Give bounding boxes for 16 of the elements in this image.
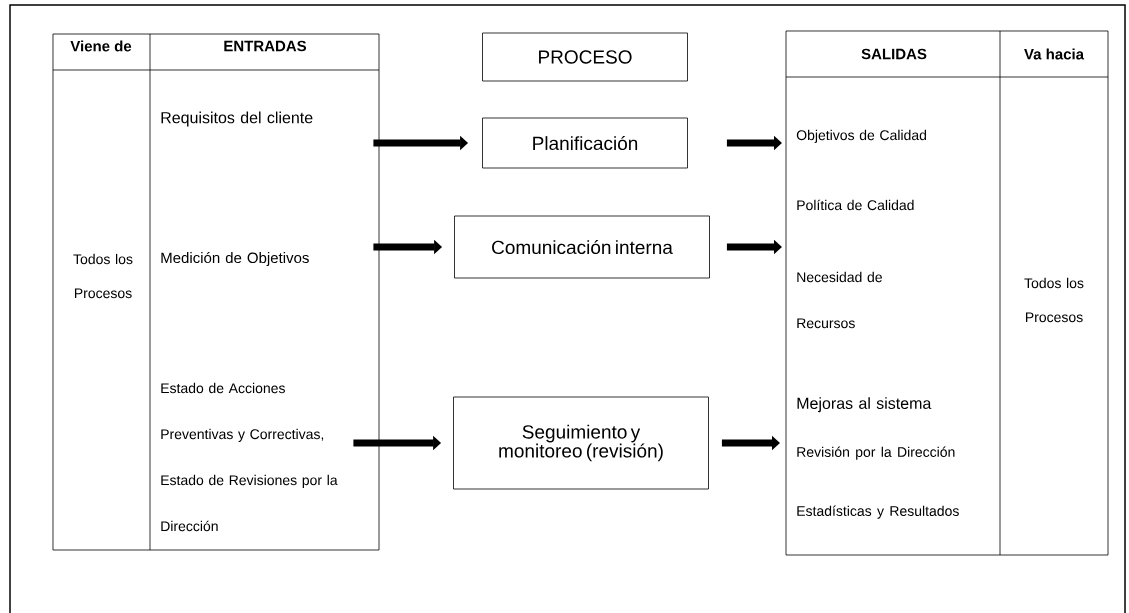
table-cell-text: Todos los Procesos [1024, 277, 1084, 323]
column-header: ENTRADAS [224, 40, 307, 52]
column-header: Viene de [70, 40, 132, 52]
item-text: Medición de Objetivos [161, 251, 309, 267]
table-cell-text: Todos los Procesos [73, 253, 133, 299]
process-box: Comunicación interna [454, 215, 710, 279]
item-text: Mejoras al sistema Revisión por la Dirección Estadísticas y Resultados [797, 397, 959, 519]
item-text: Estado de Acciones Preventivas y Correctivas, Estado de Revisiones por la Dirección [161, 382, 338, 532]
item-text: Objetivos de Calidad Política de Calidad [796, 129, 926, 211]
process-box: Planificación [482, 117, 688, 169]
process-box: Seguimiento y monitoreo (revisión) [453, 396, 709, 490]
column-header: Va hacia [1024, 48, 1085, 60]
item-text: Requisitos del cliente [161, 111, 313, 127]
item-text: Necesidad de Recursos [797, 271, 882, 329]
column-header: SALIDAS [861, 48, 927, 60]
process-box: PROCESO [482, 32, 688, 82]
